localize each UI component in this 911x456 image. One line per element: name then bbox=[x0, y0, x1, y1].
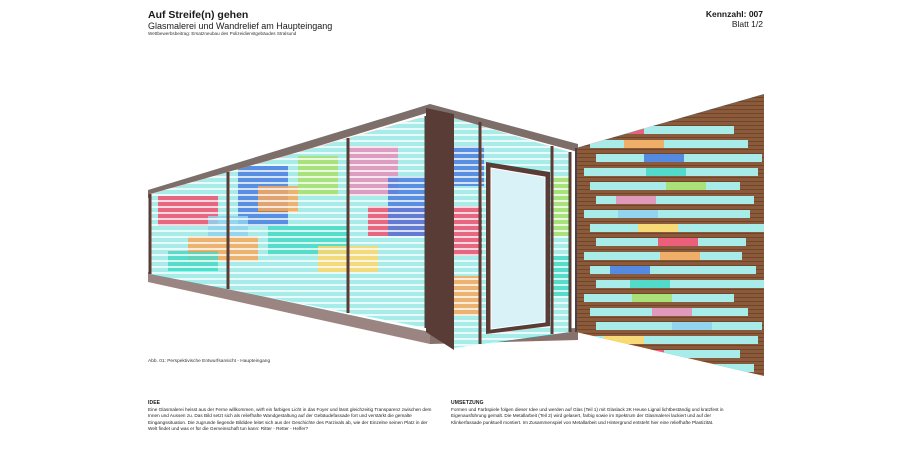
entrance-door-glass bbox=[490, 167, 546, 330]
relief-accent bbox=[644, 364, 684, 372]
glass-stripe bbox=[454, 134, 570, 136]
glass-stripe bbox=[150, 236, 426, 238]
glass-stripe bbox=[150, 260, 426, 262]
glass-stripe bbox=[150, 176, 426, 178]
glass-stripe bbox=[150, 266, 426, 268]
glass-stripe bbox=[150, 242, 426, 244]
glass-stripe bbox=[150, 278, 426, 280]
relief-accent bbox=[604, 336, 644, 344]
glass-stripe bbox=[454, 158, 570, 160]
glass-stripe bbox=[150, 158, 426, 160]
glass-stripe bbox=[150, 284, 426, 286]
sheet-subtitle: Glasmalerei und Wandrelief am Haupteinga… bbox=[148, 21, 333, 31]
floor-slab bbox=[148, 272, 430, 344]
glass-stripe bbox=[454, 332, 570, 334]
glass-stripe bbox=[150, 296, 426, 298]
relief-accent bbox=[632, 294, 672, 302]
sheet-number: Blatt 1/2 bbox=[731, 19, 763, 29]
relief-accent bbox=[630, 280, 670, 288]
idee-heading: IDEE bbox=[148, 400, 161, 406]
relief-accent bbox=[652, 308, 692, 316]
glass-stripe bbox=[150, 212, 426, 214]
glass-stripe bbox=[150, 314, 426, 316]
glass-stripe bbox=[150, 206, 426, 208]
glass-stripe bbox=[454, 122, 570, 124]
section-idee: IDEE Eine Glasmalerei heisst aus der Fer… bbox=[148, 400, 438, 432]
relief-accent bbox=[618, 210, 658, 218]
glass-stripe bbox=[150, 164, 426, 166]
glass-stripe bbox=[454, 344, 570, 346]
glass-stripe bbox=[150, 320, 426, 322]
relief-accent bbox=[624, 350, 664, 358]
relief-bar bbox=[596, 280, 764, 288]
glass-stripe bbox=[150, 272, 426, 274]
relief-accent bbox=[666, 182, 706, 190]
section-umsetzung: UMSETZUNG Formen und Farbspiele folgen d… bbox=[451, 400, 741, 426]
umsetzung-text: Formen und Farbspiele folgen dieser Idee… bbox=[451, 407, 724, 425]
relief-bar bbox=[584, 126, 734, 134]
glass-stripe bbox=[150, 224, 426, 226]
glass-stripe bbox=[150, 194, 426, 196]
glass-stripe bbox=[454, 338, 570, 340]
perspective-illustration bbox=[148, 94, 764, 376]
glass-stripe bbox=[150, 254, 426, 256]
mullions-middle bbox=[478, 122, 572, 344]
relief-bar bbox=[584, 210, 750, 218]
relief-bar bbox=[596, 196, 754, 204]
competition-subline: Wettbewerbsbeitrag: Ersatzneubau des Pol… bbox=[148, 31, 297, 36]
glass-stripe bbox=[150, 200, 426, 202]
idee-text: Eine Glasmalerei heisst aus der Ferne wi… bbox=[148, 407, 432, 431]
relief-bar bbox=[596, 364, 754, 372]
relief-bar bbox=[590, 140, 748, 148]
relief-bar bbox=[590, 182, 740, 190]
glass-stripe bbox=[150, 128, 426, 130]
relief-accent bbox=[610, 266, 650, 274]
glass-stripe bbox=[454, 140, 570, 142]
relief-accent bbox=[604, 126, 644, 134]
relief-accent bbox=[672, 322, 712, 330]
glass-stripe bbox=[150, 248, 426, 250]
glass-stripe bbox=[150, 188, 426, 190]
corner-column bbox=[426, 108, 454, 350]
sheet-title: Auf Streife(n) gehen bbox=[148, 9, 249, 21]
relief-accent bbox=[646, 168, 686, 176]
relief-bar bbox=[590, 350, 740, 358]
glass-stripe bbox=[150, 230, 426, 232]
glass-stripe bbox=[454, 164, 570, 166]
kennzahl-label: Kennzahl: 007 bbox=[705, 9, 763, 19]
glass-stripe bbox=[150, 290, 426, 292]
umsetzung-heading: UMSETZUNG bbox=[451, 400, 484, 406]
relief-accent bbox=[644, 154, 684, 162]
relief-accent bbox=[638, 224, 678, 232]
illustration-caption: Abb. 01: Perspektivische Entwurfsansicht… bbox=[148, 359, 271, 364]
glass-stripe bbox=[150, 218, 426, 220]
relief-bar bbox=[584, 336, 758, 344]
relief-accent bbox=[616, 196, 656, 204]
glass-stripe bbox=[150, 134, 426, 136]
glass-stripe bbox=[438, 350, 588, 352]
glass-stripe bbox=[454, 152, 570, 154]
glass-stripe bbox=[150, 140, 426, 142]
relief-accent bbox=[660, 252, 700, 260]
relief-wall bbox=[576, 94, 764, 376]
glass-stripe bbox=[150, 182, 426, 184]
relief-bar bbox=[590, 266, 756, 274]
relief-accent bbox=[624, 140, 664, 148]
relief-accent bbox=[658, 238, 698, 246]
glass-stripe bbox=[454, 146, 570, 148]
glass-stripe bbox=[150, 170, 426, 172]
